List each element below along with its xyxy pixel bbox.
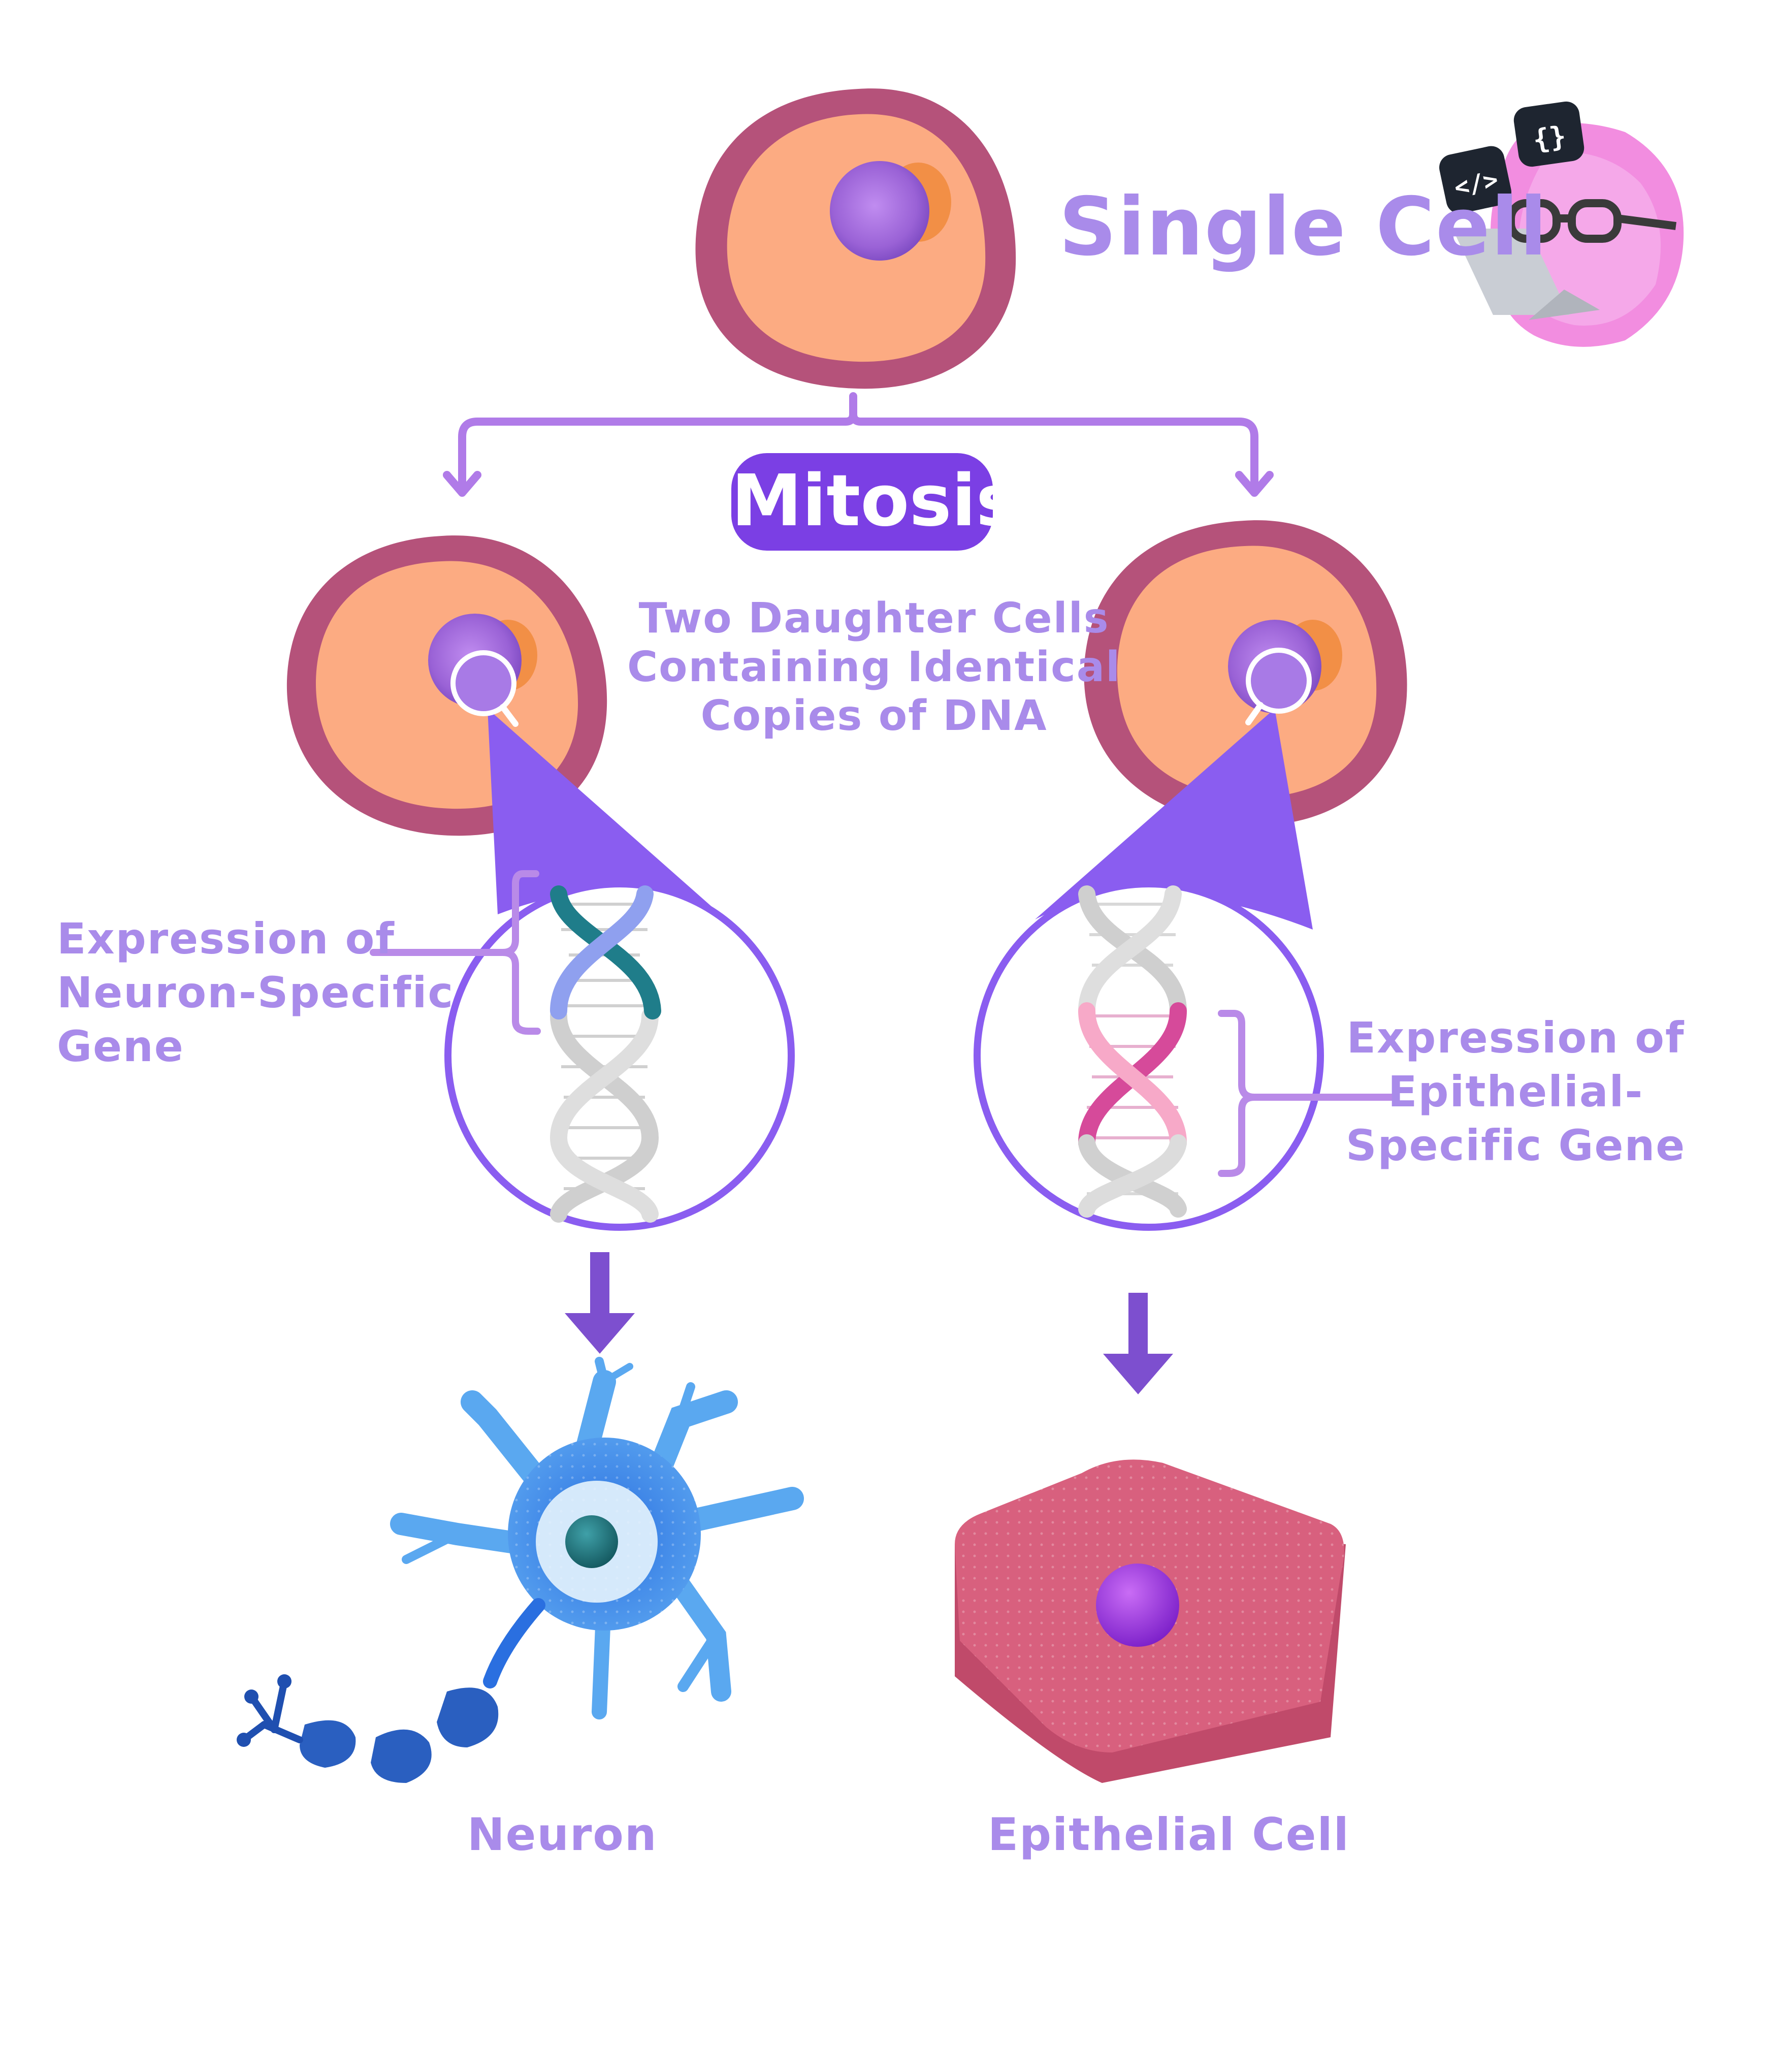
neuron [237, 1357, 804, 1783]
daughter-cells-caption-line: Containing Identical [627, 643, 1121, 691]
code-badge-tag [1439, 146, 1512, 214]
dna-helix-icon [1078, 885, 1187, 1218]
epithelial-gene-expression-label: Expression of Epithelial- Specific Gene [1346, 1011, 1686, 1172]
mitosis-label: Mitosis [731, 460, 1019, 543]
bracket-neuron-gene [370, 870, 541, 1035]
epithelial-gene-expression-line: Epithelial- [1388, 1067, 1644, 1117]
daughter-cells-caption-line: Two Daughter Cells [638, 594, 1110, 643]
mitosis-badge [731, 453, 993, 551]
single-cell [695, 88, 1016, 389]
mitosis-arrows [443, 392, 1274, 497]
neuron-gene-expression-line: Expression of [57, 914, 395, 964]
dna-helix-icon [549, 885, 661, 1223]
neuron-gene-expression-label: Expression of Neuron-Specific Gene [57, 912, 454, 1073]
epithelial-gene-expression-line: Expression of [1346, 1013, 1685, 1063]
neuron-label: Neuron [467, 1808, 658, 1861]
bracket-epithelial-gene [1218, 1010, 1395, 1177]
epithelial-gene-expression-line: Specific Gene [1346, 1121, 1686, 1170]
down-arrow-icon [565, 1252, 635, 1354]
single-cell-label: Single Cell [1059, 180, 1548, 274]
epithelial-cell [955, 1459, 1346, 1783]
epithelial-cell-label: Epithelial Cell [988, 1808, 1350, 1861]
neuron-gene-expression-line: Neuron-Specific [57, 968, 455, 1017]
mascot-icon: {} </> [1439, 101, 1684, 347]
code-badge-curly-text: {} [1531, 120, 1568, 156]
daughter-cells-caption-line: Copies of DNA [700, 692, 1048, 740]
glasses-icon [1507, 199, 1677, 243]
down-arrow-icon [1103, 1293, 1173, 1394]
magnifier-icon [450, 650, 519, 727]
magnifier-icon [1245, 648, 1312, 725]
code-badge-curly [1513, 101, 1584, 167]
laptop-icon [1452, 229, 1600, 320]
daughter-cells-caption: Two Daughter Cells Containing Identical … [627, 594, 1121, 741]
neuron-gene-expression-line: Gene [57, 1022, 184, 1071]
